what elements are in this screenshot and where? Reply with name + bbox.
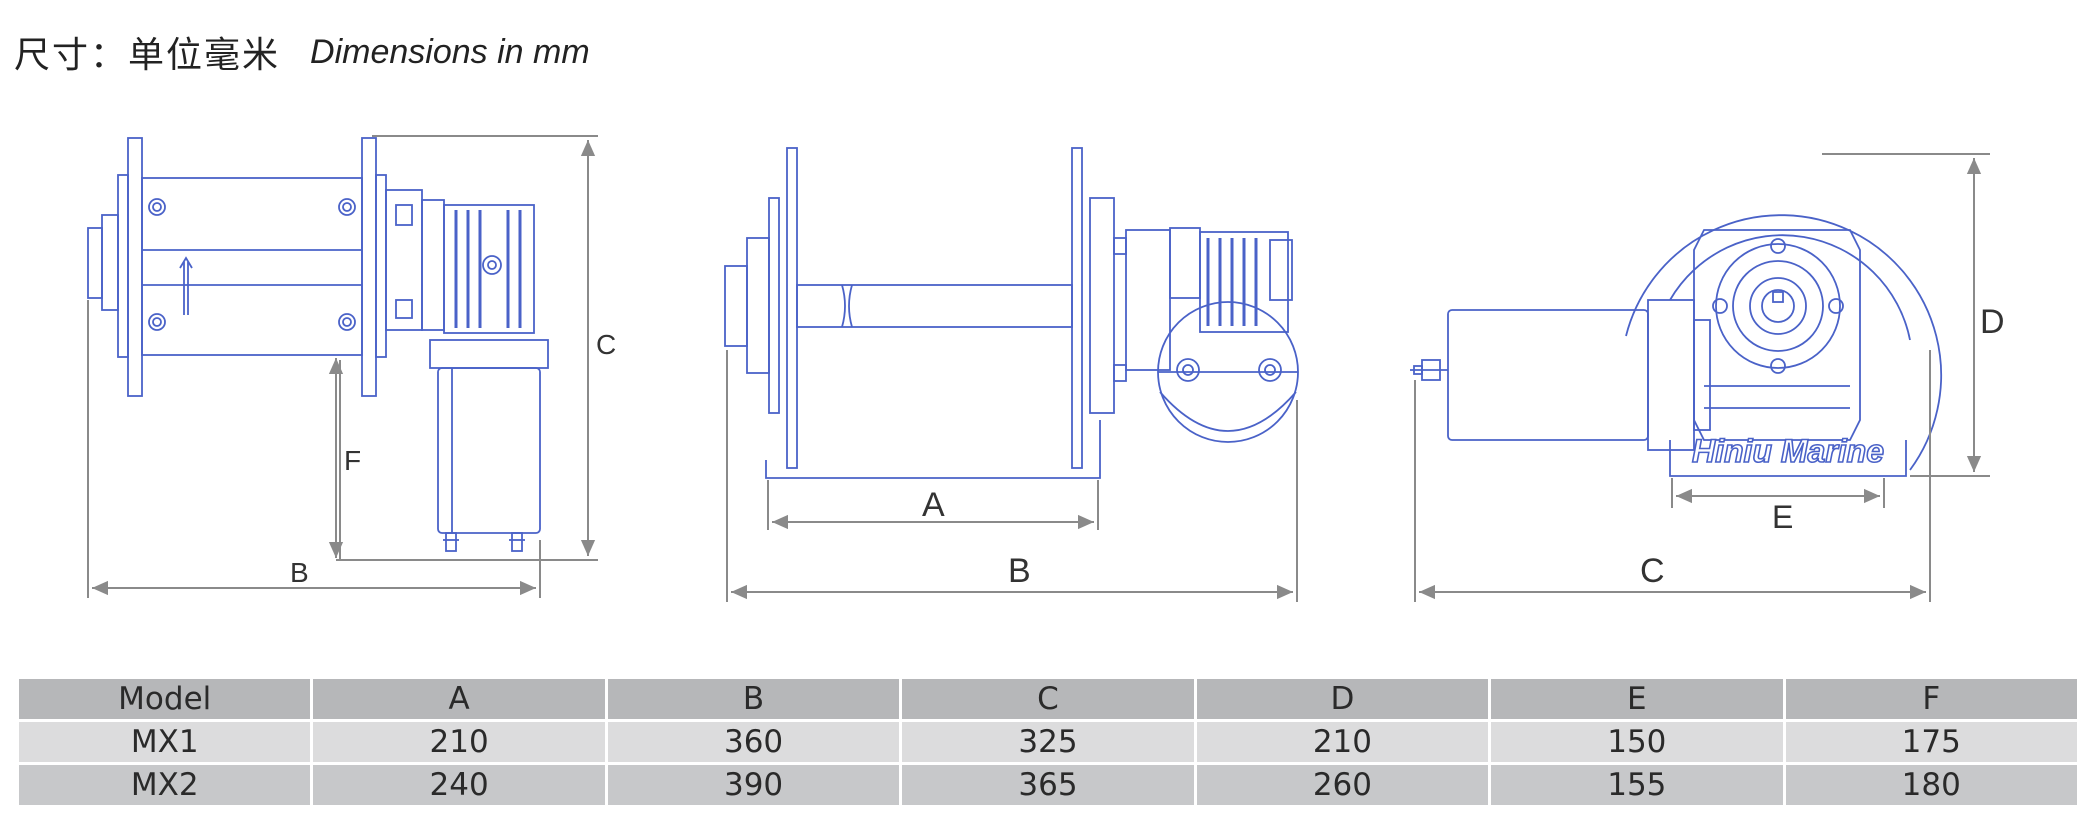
cell-d: 260 <box>1196 765 1489 805</box>
cell-model: MX2 <box>19 765 311 805</box>
cell-e: 155 <box>1491 765 1783 805</box>
header-e: E <box>1491 679 1783 719</box>
header-f: F <box>1785 679 2077 719</box>
heading-chinese: 尺寸：单位毫米 <box>14 35 281 76</box>
table-row: MX1 210 360 325 210 150 175 <box>19 722 2077 762</box>
technical-drawings: C F B <box>87 135 2005 602</box>
header-a: A <box>313 679 605 719</box>
side-view-label-b: B <box>290 557 309 588</box>
front-view-label-a: A <box>922 486 945 524</box>
side-view-dimensions <box>87 135 598 598</box>
end-view-drawing <box>1410 214 1943 477</box>
side-view-drawing <box>87 137 549 552</box>
end-view-logo: Hiniu Marine <box>1692 433 1884 469</box>
end-view-label-c: C <box>1640 552 1665 590</box>
end-view-label-d: D <box>1980 303 2005 341</box>
header-c: C <box>902 679 1194 719</box>
front-view-label-b: B <box>1008 552 1031 590</box>
header-d: D <box>1196 679 1489 719</box>
header-model: Model <box>19 679 311 719</box>
cell-b: 390 <box>607 765 900 805</box>
side-view-label-f: F <box>344 445 361 476</box>
side-view-label-c: C <box>596 329 616 360</box>
page-heading: 尺寸：单位毫米 Dimensions in mm <box>14 22 590 82</box>
table-row: MX2 240 390 365 260 155 180 <box>19 765 2077 805</box>
dimensions-table: Model A B C D E F MX1 210 360 325 210 15… <box>16 676 2080 808</box>
cell-e: 150 <box>1491 722 1783 762</box>
header-b: B <box>607 679 900 719</box>
cell-model: MX1 <box>19 722 311 762</box>
cell-c: 365 <box>902 765 1194 805</box>
cell-d: 210 <box>1196 722 1489 762</box>
cell-b: 360 <box>607 722 900 762</box>
cell-c: 325 <box>902 722 1194 762</box>
cell-a: 240 <box>313 765 605 805</box>
cell-f: 180 <box>1785 765 2077 805</box>
front-view-drawing <box>724 147 1299 479</box>
cell-a: 210 <box>313 722 605 762</box>
table-header-row: Model A B C D E F <box>19 679 2077 719</box>
front-view-dimensions <box>726 350 1298 602</box>
heading-english: Dimensions in mm <box>310 32 590 71</box>
end-view-label-e: E <box>1772 499 1793 535</box>
end-view-dimensions <box>1414 153 1990 602</box>
cell-f: 175 <box>1785 722 2077 762</box>
